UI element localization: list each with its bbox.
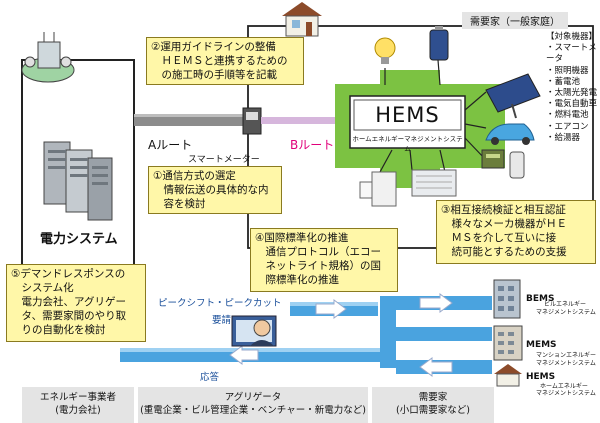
footer-energy-supplier: エネルギー事業者 (電力会社) xyxy=(22,387,134,423)
bems-sublabel-1: ビルエネルギー xyxy=(544,301,587,308)
footer-consumer: 需要家 (小口需要家など) xyxy=(372,387,494,423)
callout-5: ⑤デマンドレスポンスの システム化 電力会社、アグリゲー タ、需要家間のやり取 … xyxy=(6,264,146,342)
device-item: ・給湯器 xyxy=(546,132,581,143)
callout-3: ③相互接続検証と相互認証 様々なメーカ機器がＨＥ ＭＳを介して互いに接 続可能と… xyxy=(436,200,596,264)
hems-sublabel-2: マネジメントシステム xyxy=(536,390,596,397)
device-item: ・蓄電池 xyxy=(546,76,581,87)
request-arrow-icon xyxy=(315,299,347,319)
device-item: ・照明機器 xyxy=(546,65,589,76)
water-heater-icon xyxy=(509,151,525,179)
ems-pipe-vertical xyxy=(380,296,396,368)
callout-2: ②運用ガイドラインの整備 ＨＥＭＳと連携するための の施工時の手順等を記載 xyxy=(146,37,304,85)
light-bulb-icon xyxy=(374,37,396,64)
hems-subtitle: ホームエネルギーマネジメントシステム xyxy=(352,135,463,153)
hems-sublabel-1: ホームエネルギー xyxy=(540,383,588,390)
footer-aggregator: アグリゲータ (重電企業・ビル管理企業・ベンチャー・新電力など) xyxy=(138,387,368,423)
air-conditioner-icon xyxy=(411,169,457,197)
smart-meter-icon xyxy=(242,107,262,135)
battery-icon xyxy=(429,26,449,61)
apartment-building-icon xyxy=(493,325,523,361)
device-connectors xyxy=(379,59,487,173)
b-route-label: Bルート xyxy=(290,138,335,152)
a-route-label: Aルート xyxy=(148,138,193,152)
device-item: ・スマートメータ xyxy=(546,43,597,65)
peak-shift-label: ピークシフト・ピークカット xyxy=(158,298,282,309)
mems-sublabel-2: マネジメントシステム xyxy=(536,360,596,367)
office-building-icon xyxy=(493,279,521,319)
operator-icon xyxy=(231,315,277,347)
heat-pump-icon xyxy=(359,171,397,207)
callout-4: ④国際標準化の推進 通信プロトコル（エコー ネットライト規格）の国 際標準化の推… xyxy=(250,228,398,292)
device-item: ・燃料電池 xyxy=(546,110,589,121)
response-arrow-icon xyxy=(229,345,259,365)
hems-small-label: HEMS xyxy=(526,372,556,382)
device-list: 【対象機器】 ・スマートメータ ・照明機器 ・蓄電池 ・太陽光発電 ・電気自動車… xyxy=(546,32,600,144)
ems-arrow-upper-icon xyxy=(419,293,453,313)
solar-panel-icon xyxy=(485,73,541,119)
house-icon xyxy=(282,2,322,37)
request-label: 要請 xyxy=(212,315,232,326)
ems-pipe-middle xyxy=(396,327,492,341)
electric-car-icon xyxy=(485,123,535,145)
device-item: ・太陽光発電 xyxy=(546,88,598,99)
server-rack-icon xyxy=(43,141,113,221)
small-house-icon xyxy=(494,364,522,387)
power-system-label: 電力システム xyxy=(40,232,118,247)
device-item: ・エアコン xyxy=(546,121,589,132)
device-item: ・電気自動車 xyxy=(546,99,598,110)
substation-icon xyxy=(21,32,75,83)
callout-1: ①通信方式の選定 情報伝送の具体的な内 容を検討 xyxy=(148,166,282,214)
ems-arrow-lower-icon xyxy=(419,357,453,377)
demand-home-label: 需要家（一般家庭） xyxy=(462,12,568,29)
hems-title: HEMS xyxy=(375,103,440,127)
mems-label: MEMS xyxy=(526,340,557,350)
b-route-line xyxy=(261,117,355,124)
device-list-title: 【対象機器】 xyxy=(546,32,598,42)
response-label: 応答 xyxy=(200,372,220,383)
bems-sublabel-2: マネジメントシステム xyxy=(536,309,596,316)
bems-label: BEMS xyxy=(526,294,555,304)
smart-meter-label: スマートメーター xyxy=(188,155,260,165)
mems-sublabel-1: マンションエネルギー xyxy=(536,352,597,359)
fuel-cell-icon xyxy=(481,149,505,169)
